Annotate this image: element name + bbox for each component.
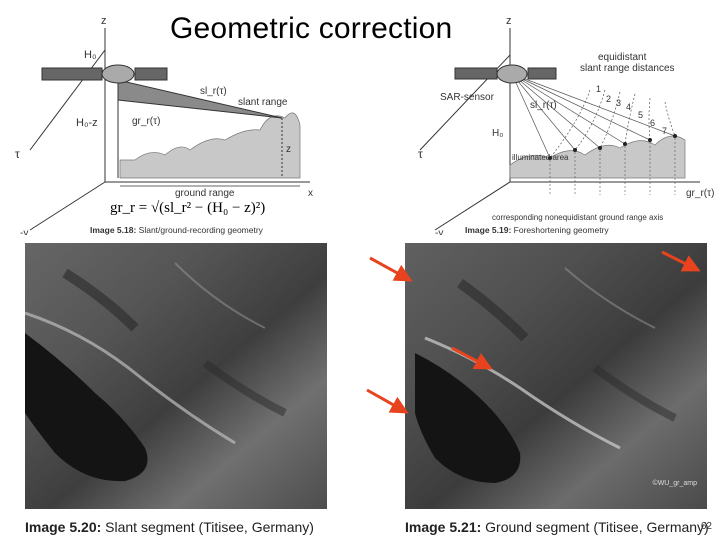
arrow-top-right — [662, 252, 698, 270]
arrow-bottom-left — [367, 390, 406, 412]
arrow-top-left — [370, 258, 410, 280]
slide-number: 62 — [701, 521, 712, 532]
arrow-middle — [452, 348, 490, 368]
